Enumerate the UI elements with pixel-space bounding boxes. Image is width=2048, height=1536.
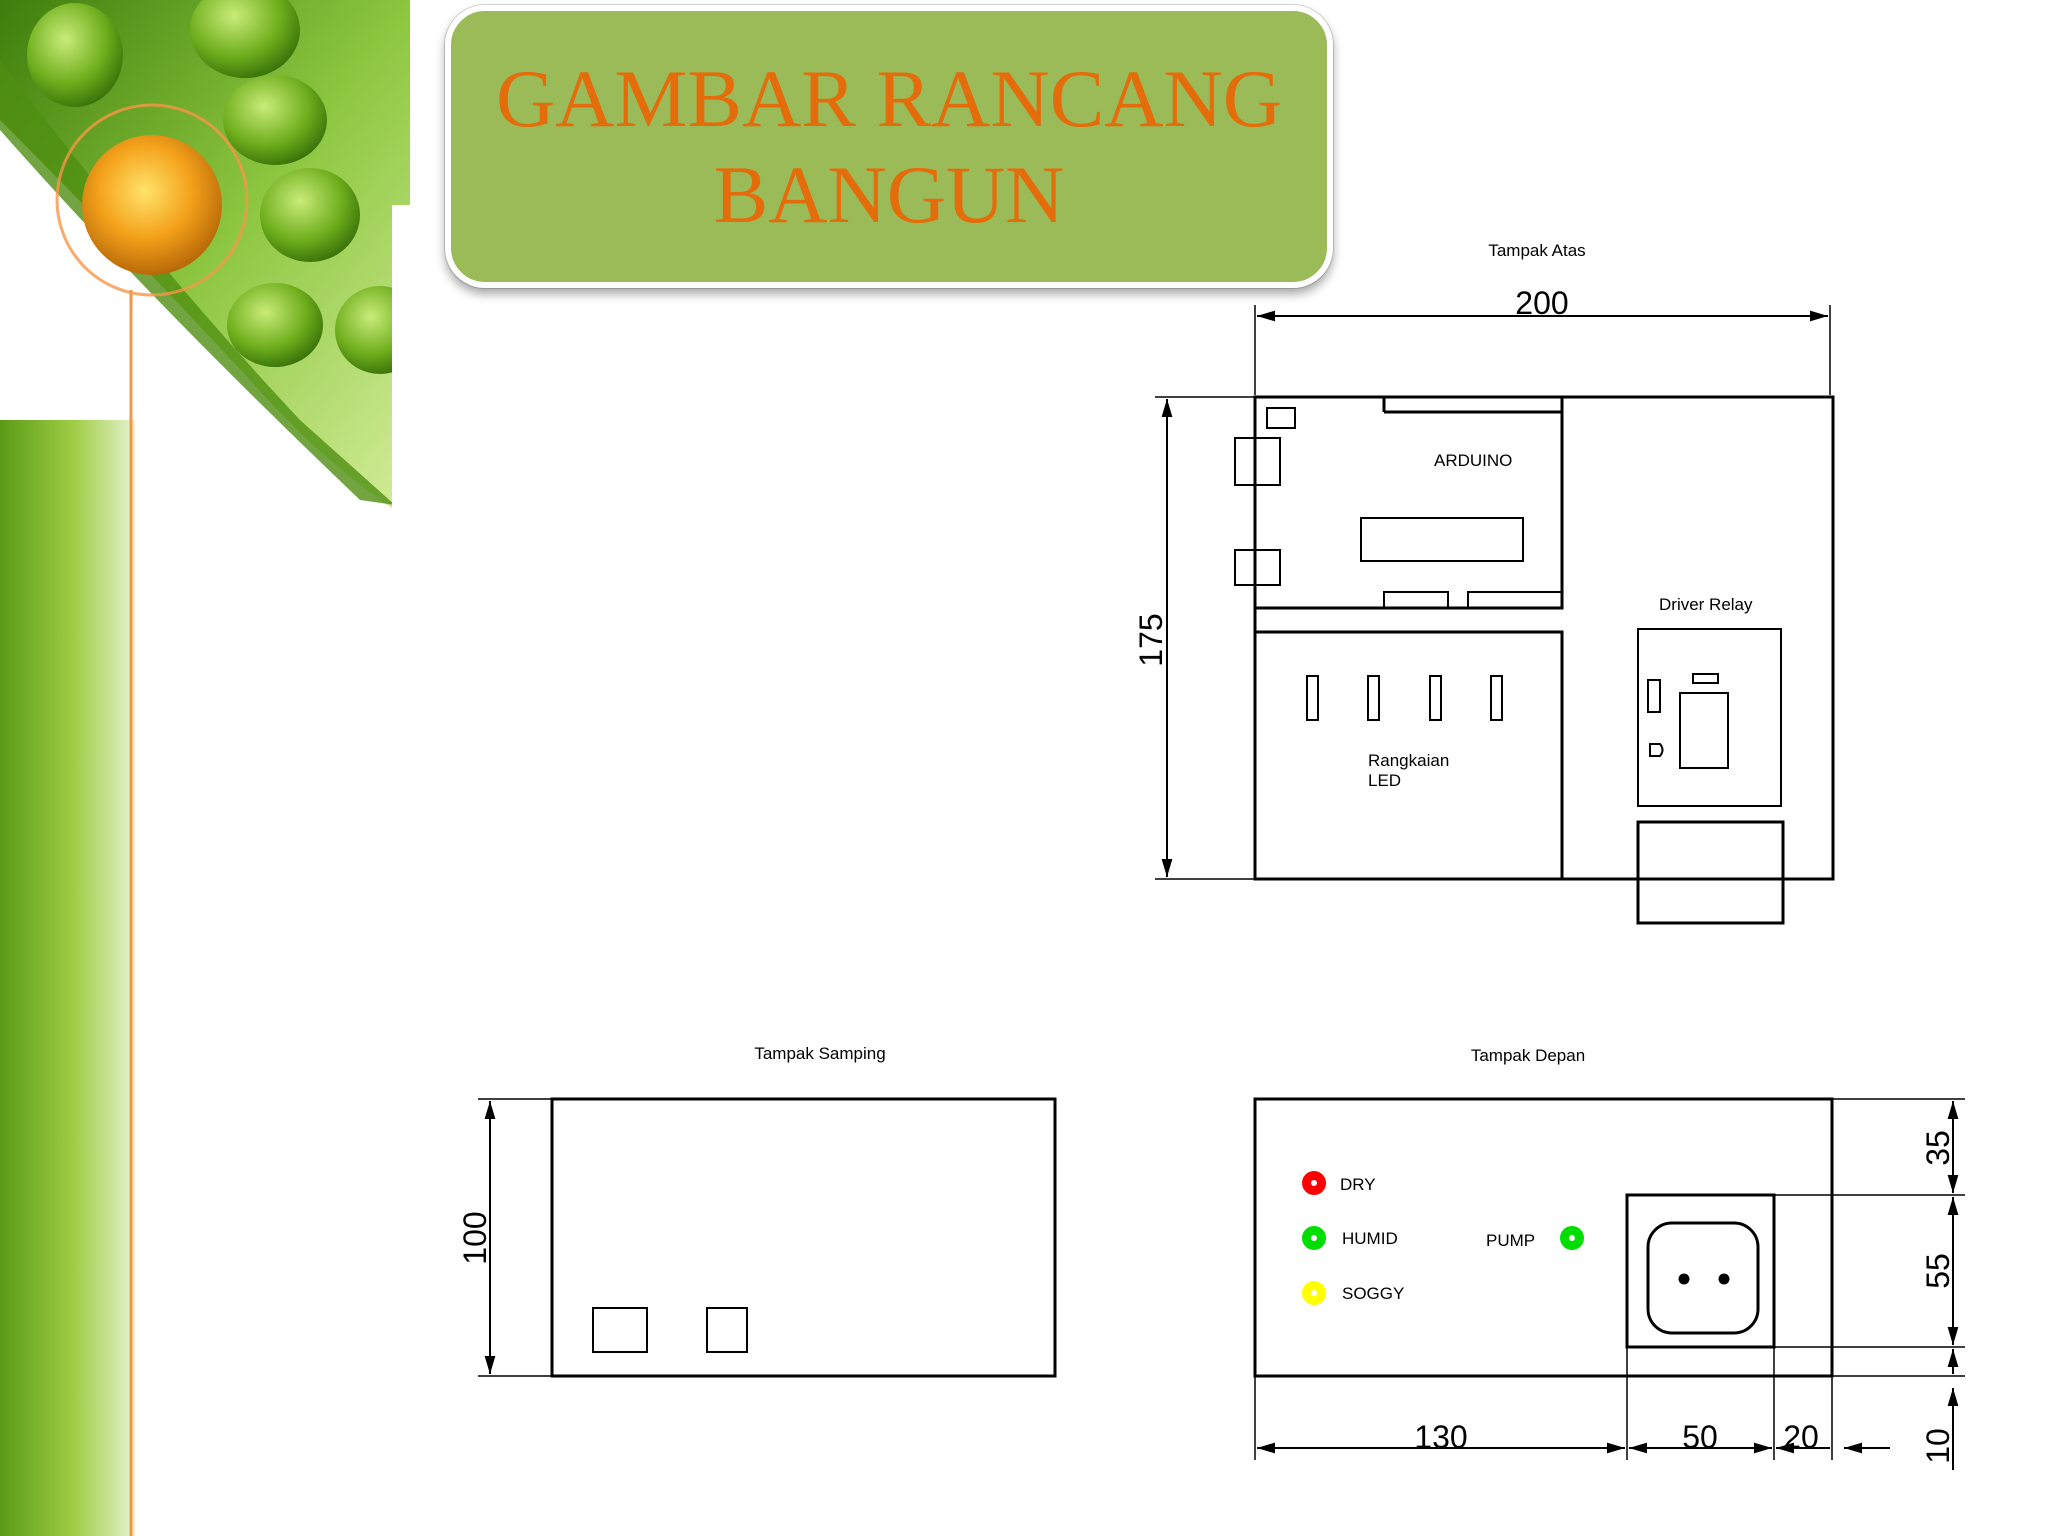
driver-relay-label: Driver Relay — [1659, 595, 1753, 614]
dim-right-10: 10 — [1920, 1428, 1956, 1464]
side-view-caption: Tampak Samping — [754, 1044, 885, 1063]
top-dim-width: 200 — [1515, 285, 1568, 321]
driver-relay-block — [1637, 628, 1782, 807]
led-circuit-label-1: Rangkaian — [1368, 751, 1449, 770]
led-circuit-label-2: LED — [1368, 771, 1401, 790]
pea-icon — [27, 3, 123, 107]
slide-title: GAMBAR RANCANG BANGUN — [496, 51, 1282, 243]
front-view-outline — [1253, 1097, 1834, 1378]
top-view-caption: Tampak Atas — [1488, 241, 1585, 260]
arduino-board — [1253, 395, 1564, 610]
title-line-2: BANGUN — [713, 148, 1065, 240]
top-dim-height: 175 — [1133, 613, 1169, 666]
dim-bottom-130: 130 — [1414, 1419, 1467, 1455]
title-line-1: GAMBAR RANCANG — [496, 52, 1282, 144]
label-pump: PUMP — [1486, 1231, 1535, 1250]
side-view-outline — [550, 1097, 1057, 1378]
highlight-ring — [55, 103, 249, 297]
dim-bottom-50: 50 — [1682, 1419, 1718, 1455]
left-green-stripe — [0, 420, 135, 1536]
top-view — [1155, 305, 1835, 925]
orange-pea-icon — [82, 135, 222, 275]
side-view — [478, 1097, 1057, 1378]
arduino-label: ARDUINO — [1434, 451, 1512, 470]
label-humid: HUMID — [1342, 1229, 1398, 1248]
dim-bottom-20: 20 — [1783, 1419, 1819, 1455]
dim-right-55: 55 — [1920, 1253, 1956, 1289]
front-view-caption: Tampak Depan — [1471, 1046, 1585, 1065]
side-port-1 — [592, 1307, 648, 1353]
indicator-leds — [1302, 1171, 1584, 1305]
title-banner: GAMBAR RANCANG BANGUN — [445, 5, 1333, 288]
front-socket-face — [1646, 1221, 1760, 1335]
label-dry: DRY — [1340, 1175, 1376, 1194]
power-socket-box — [1636, 820, 1785, 925]
front-socket-frame — [1625, 1193, 1776, 1349]
front-view — [1253, 1097, 1965, 1470]
side-dim-height: 100 — [457, 1211, 493, 1264]
side-port-2 — [706, 1307, 748, 1353]
label-soggy: SOGGY — [1342, 1284, 1404, 1303]
led-circuit-block — [1253, 630, 1564, 881]
dim-right-35: 35 — [1920, 1130, 1956, 1166]
